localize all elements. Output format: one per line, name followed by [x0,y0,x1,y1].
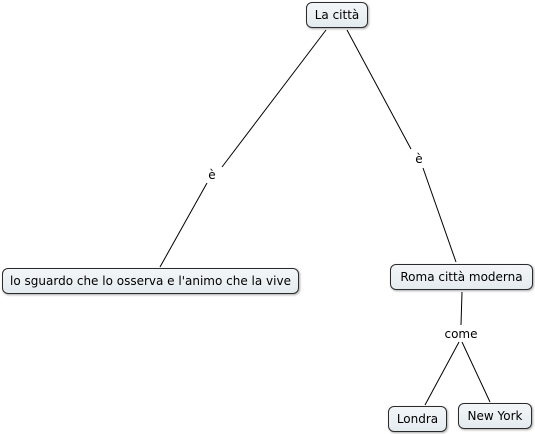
link-label-left-e[interactable]: è [205,168,219,182]
connector-right-label-to-right-node [422,167,457,263]
connector-come-to-london [424,341,460,406]
concept-sguardo-animo[interactable]: lo sguardo che lo osserva e l'animo che … [2,268,299,294]
concept-londra[interactable]: Londra [388,406,447,432]
connector-right-node-to-come-label [460,291,463,326]
concept-la-citta[interactable]: La città [306,2,368,28]
connector-come-to-newyork [461,341,491,403]
concept-new-york[interactable]: New York [458,403,532,429]
concept-roma-citta-moderna[interactable]: Roma città moderna [390,264,533,290]
connector-root-to-right-label [346,29,412,150]
link-label-right-e[interactable]: è [412,152,426,166]
connector-left-label-to-left-node [159,182,208,268]
connector-root-to-left-label [221,29,327,168]
link-label-come[interactable]: come [442,327,480,341]
